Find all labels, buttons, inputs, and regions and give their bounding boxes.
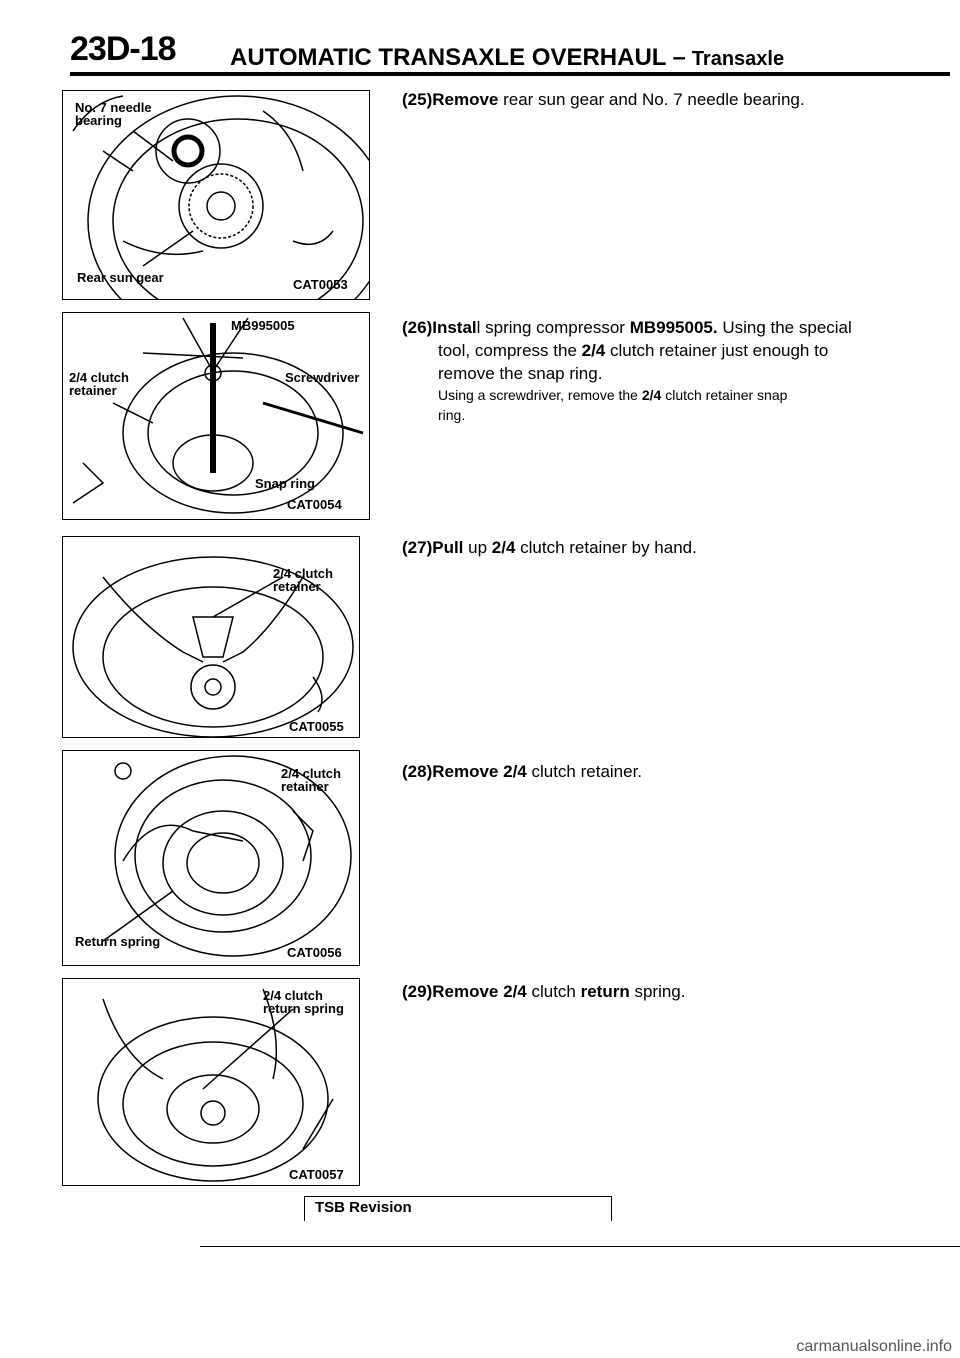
step-number: (25) bbox=[402, 90, 433, 109]
page-header: 23D-18 AUTOMATIC TRANSAXLE OVERHAUL–Tran… bbox=[70, 30, 950, 76]
figure-code: CAT0053 bbox=[293, 277, 348, 292]
figure-illustration bbox=[72, 317, 364, 514]
step-bold-word: return bbox=[580, 982, 630, 1001]
figure-illustration bbox=[72, 95, 369, 299]
header-rule bbox=[70, 72, 950, 76]
step-verb: Instal bbox=[432, 318, 477, 337]
figure-code: CAT0056 bbox=[287, 945, 342, 960]
step-29: (29)Remove 2/4 clutch return spring. bbox=[402, 980, 872, 1003]
figure-cat0056: 2/4 clutch retainer Return spring CAT005… bbox=[62, 750, 360, 966]
figure-cat0053: No. 7 needle bearing Rear sun gear CAT00… bbox=[62, 90, 370, 300]
label-clutch-retainer: 2/4 clutch retainer bbox=[69, 370, 129, 398]
step-number: (27) bbox=[402, 538, 433, 557]
bottom-rule bbox=[200, 1246, 960, 1247]
step-text: clutch retainer just enough to bbox=[605, 341, 829, 360]
step-28: (28)Remove 2/4 clutch retainer. bbox=[402, 760, 872, 783]
step-fraction: 2/4 bbox=[641, 387, 662, 403]
step-number: (29) bbox=[402, 982, 433, 1001]
figure-code: CAT0054 bbox=[287, 497, 342, 512]
step-text: remove the snap ring. bbox=[438, 364, 603, 383]
step-fraction: 2/4 bbox=[491, 538, 516, 557]
step-number: (28) bbox=[402, 762, 433, 781]
step-fraction: 2/4 bbox=[503, 762, 527, 781]
label-clutch-retainer: 2/4 clutch retainer bbox=[281, 766, 341, 794]
label-return-spring: Return spring bbox=[75, 934, 161, 949]
label-special-tool: MB995005 bbox=[231, 318, 295, 333]
figure-illustration bbox=[97, 988, 334, 1182]
title-dash: – bbox=[672, 44, 686, 71]
title-main: AUTOMATIC TRANSAXLE OVERHAUL bbox=[230, 44, 667, 71]
label-screwdriver: Screwdriver bbox=[285, 370, 360, 385]
step-note: clutch retainer snap bbox=[661, 387, 788, 403]
step-verb: Remove bbox=[432, 762, 499, 781]
figure-code: CAT0057 bbox=[289, 1167, 344, 1182]
figure-cat0055: 2/4 clutch retainer CAT0055 bbox=[62, 536, 360, 738]
tsb-revision-label: TSB Revision bbox=[315, 1199, 412, 1216]
step-text: clutch retainer. bbox=[526, 762, 643, 781]
site-watermark: carmanualsonline.info bbox=[796, 1338, 952, 1355]
label-snap-ring: Snap ring bbox=[255, 476, 315, 491]
figure-illustration bbox=[72, 556, 354, 737]
step-text: tool, compress the bbox=[438, 341, 582, 360]
step-number: (26) bbox=[402, 318, 433, 337]
figure-cat0054: MB995005 2/4 clutch retainer Screwdriver… bbox=[62, 312, 370, 520]
step-text: l spring compressor bbox=[476, 318, 630, 337]
page-title: AUTOMATIC TRANSAXLE OVERHAUL–Transaxle bbox=[230, 44, 784, 72]
tool-number: MB995005. bbox=[629, 318, 718, 337]
step-fraction: 2/4 bbox=[503, 982, 527, 1001]
label-clutch-retainer: 2/4 clutch retainer bbox=[273, 566, 333, 594]
figure-cat0057: 2/4 clutch return spring CAT0057 bbox=[62, 978, 360, 1186]
section-code: 23D-18 bbox=[70, 30, 177, 68]
step-verb: Remove bbox=[432, 982, 499, 1001]
step-text: up bbox=[463, 538, 492, 557]
step-text: clutch retainer by hand. bbox=[515, 538, 697, 557]
label-needle-bearing: No. 7 needle bearing bbox=[75, 100, 152, 128]
step-text: rear sun gear and No. 7 needle bearing. bbox=[498, 90, 805, 109]
step-text: spring. bbox=[629, 982, 686, 1001]
label-return-spring: 2/4 clutch return spring bbox=[263, 988, 344, 1016]
step-text: Using the special bbox=[717, 318, 852, 337]
figure-code: CAT0055 bbox=[289, 719, 344, 734]
step-text: clutch bbox=[526, 982, 581, 1001]
step-fraction: 2/4 bbox=[581, 341, 606, 360]
label-rear-sun-gear: Rear sun gear bbox=[77, 270, 164, 285]
title-sub: Transaxle bbox=[691, 48, 785, 70]
figure-illustration bbox=[102, 755, 352, 957]
step-note: ring. bbox=[438, 407, 466, 423]
step-verb: Remove bbox=[432, 90, 499, 109]
tsb-revision-box: TSB Revision bbox=[304, 1196, 612, 1221]
step-26: (26)Install spring compressor MB995005. … bbox=[402, 316, 872, 425]
step-25: (25)Remove rear sun gear and No. 7 needl… bbox=[402, 88, 872, 111]
step-note: Using a screwdriver, remove the bbox=[438, 387, 642, 403]
step-verb: Pull bbox=[432, 538, 464, 557]
step-27: (27)Pull up 2/4 clutch retainer by hand. bbox=[402, 536, 872, 559]
